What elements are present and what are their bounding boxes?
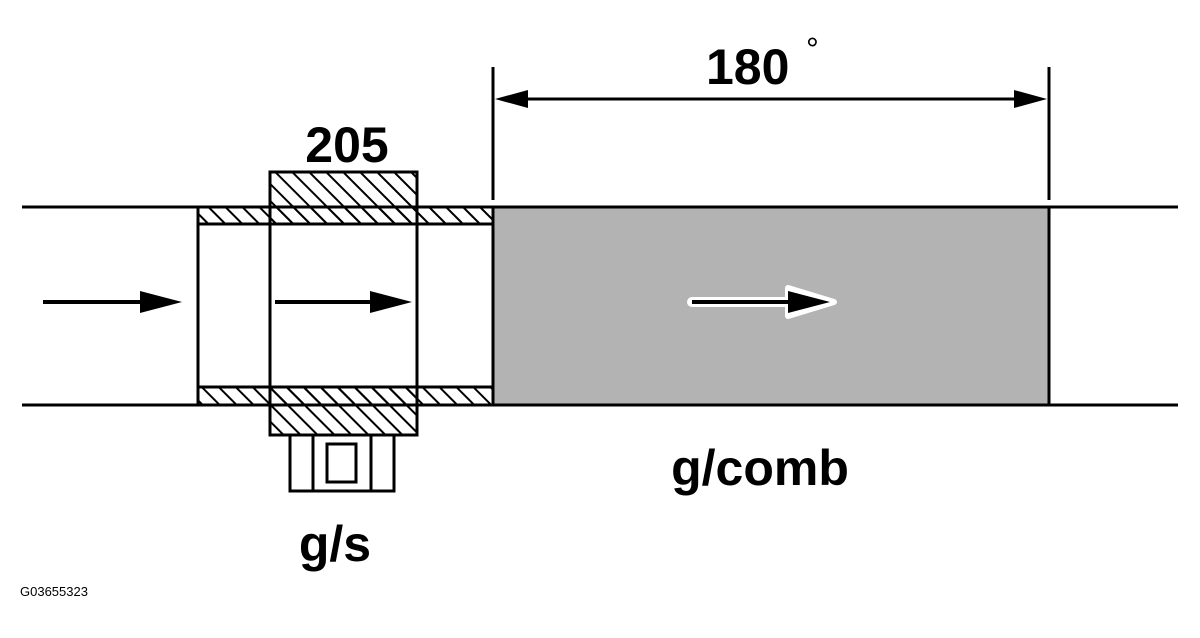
sensor-value-label: 205 (305, 117, 388, 173)
combustion-flow-label: g/comb (671, 440, 849, 496)
sensor-connector (288, 433, 396, 493)
angle-unit-label: ° (806, 31, 819, 67)
sensor-sleeve (196, 205, 495, 407)
sensor-flow-arrow (275, 291, 412, 313)
sensor-flow-label: g/s (299, 516, 371, 572)
combustion-flow-arrow (687, 285, 837, 319)
inlet-flow-arrow (43, 291, 182, 313)
angle-value-label: 180 (706, 39, 789, 95)
angle-dimension (491, 67, 1051, 200)
figure-id-label: G03655323 (20, 584, 88, 599)
